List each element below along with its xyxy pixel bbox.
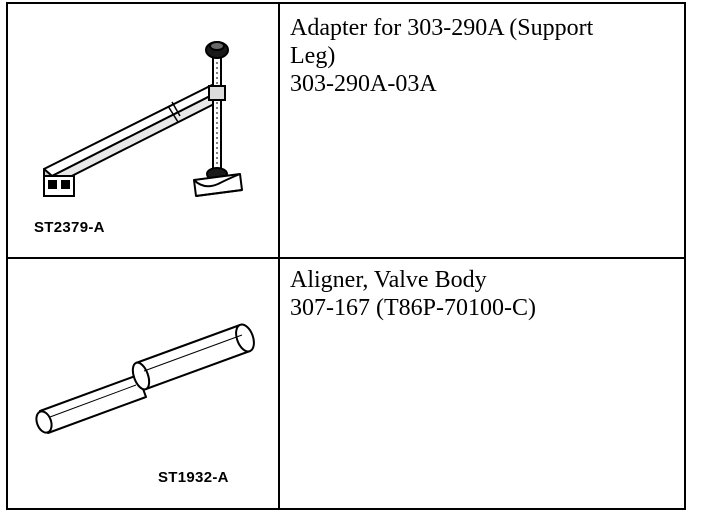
tool-description-line: Aligner, Valve Body: [290, 267, 487, 293]
tool-description-cell-1: Adapter for 303-290A (Support Leg) 303-2…: [290, 14, 680, 98]
illustration-code-2: ST1932-A: [158, 469, 229, 486]
tool-description-line: Leg): [290, 43, 336, 69]
tool-illustration-cell-2: ST1932-A: [8, 259, 278, 508]
support-leg-adapter-illustration: [43, 41, 243, 197]
tool-description-cell-2: Aligner, Valve Body 307-167 (T86P-70100-…: [290, 266, 680, 322]
special-tools-table: ST2379-A Adapter for 303-290A (Support L…: [6, 2, 686, 510]
tool-part-number: 303-290A-03A: [290, 71, 437, 97]
tool-description-line: Adapter for 303-290A (Support: [290, 15, 594, 41]
valve-body-aligner-illustration: [35, 323, 255, 434]
column-divider: [278, 4, 280, 508]
illustration-code-1: ST2379-A: [34, 219, 105, 236]
tool-part-number: 307-167 (T86P-70100-C): [290, 295, 536, 321]
row-divider: [8, 257, 684, 259]
tool-illustration-cell-1: ST2379-A: [8, 4, 278, 257]
